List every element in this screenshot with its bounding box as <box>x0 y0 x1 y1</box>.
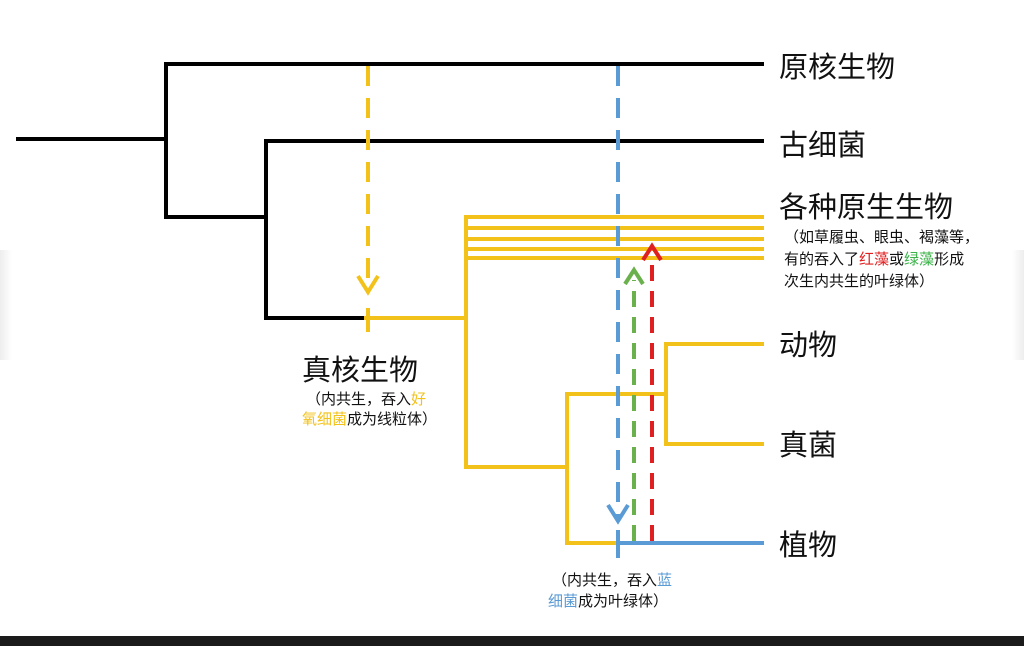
green-algae-arrow <box>623 266 645 541</box>
protists-note: （如草履虫、眼虫、褐藻等， 有的吞入了红藻或绿藻形成 次生内共生的叶绿体） <box>784 228 979 290</box>
label-protists: 各种原生生物 <box>779 190 953 224</box>
plants-note: （内共生，吞入蓝 细菌成为叶绿体） <box>548 571 672 610</box>
label-plants: 植物 <box>779 528 837 562</box>
plants-note-line1: （内共生，吞入蓝 <box>552 571 672 589</box>
red-algae-arrow <box>641 242 663 541</box>
protists-note-line3: 次生内共生的叶绿体） <box>784 272 934 290</box>
label-eukaryote: 真核生物 <box>302 353 418 387</box>
chloroplast-arrow <box>606 66 630 558</box>
eukaryote-note-line2: 氧细菌成为线粒体） <box>302 410 437 428</box>
protists-note-line1: （如草履虫、眼虫、褐藻等， <box>784 228 979 246</box>
black-branches <box>16 62 764 320</box>
mitochondria-arrow <box>356 66 380 332</box>
plants-note-line2: 细菌成为叶绿体） <box>548 592 668 610</box>
left-edge-shadow <box>0 250 12 360</box>
label-fungi: 真菌 <box>779 428 837 462</box>
label-archaea: 古细菌 <box>779 128 866 162</box>
protists-note-line2: 有的吞入了红藻或绿藻形成 <box>784 250 964 268</box>
label-animals: 动物 <box>779 328 837 362</box>
label-prokaryote: 原核生物 <box>779 50 895 84</box>
eukaryote-note: （内共生，吞入好 氧细菌成为线粒体） <box>302 390 437 428</box>
eukaryote-note-line1: （内共生，吞入好 <box>306 390 426 408</box>
yellow-branches <box>364 215 764 545</box>
bottom-bar <box>0 636 1024 646</box>
